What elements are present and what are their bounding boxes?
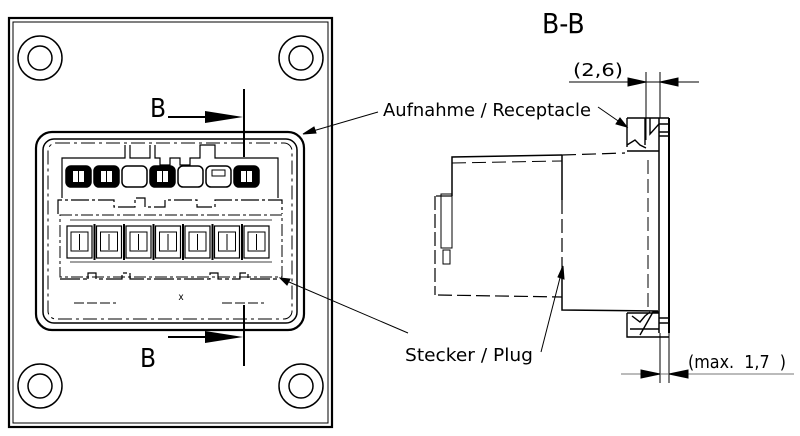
- lower-housing-outline: [60, 215, 282, 277]
- plug-bottom-hidden: [438, 295, 562, 297]
- plug-marking-window: [443, 250, 450, 264]
- section-arrow-top-head: [205, 111, 243, 123]
- bottom-cavity-row: [67, 224, 269, 260]
- plug-leader-section-arrow: [558, 266, 564, 279]
- dim-top-arrow-right: [660, 78, 678, 86]
- bottom-cavity: [126, 224, 154, 260]
- plug-top-hidden: [452, 161, 562, 163]
- mounting-plate-inner: [13, 22, 328, 423]
- center-mark: x: [178, 292, 184, 303]
- receptacle-latch-bottom: [627, 312, 669, 337]
- bottom-cavity: [97, 224, 125, 260]
- dimension-bottom-label: (max. 1,7 ): [688, 352, 786, 373]
- receptacle-label: Aufnahme / Receptacle: [383, 100, 591, 121]
- mounting-hole-bottom-right: [279, 364, 323, 408]
- top-cavity: [234, 166, 259, 187]
- top-cavity: [66, 166, 91, 187]
- bottom-cavity: [67, 224, 95, 260]
- section-marker-bottom: B: [140, 344, 156, 374]
- section-arrow-bottom-head: [205, 331, 243, 343]
- dim-bottom-arrow-left: [641, 370, 660, 378]
- section-view-title: B-B: [542, 7, 585, 40]
- bottom-cavity: [156, 224, 184, 260]
- plug-label: Stecker / Plug: [405, 345, 533, 366]
- middle-step-outline: [58, 198, 282, 214]
- plug-leader-front-arrow: [280, 278, 290, 285]
- receptacle-top-hidden: [562, 153, 625, 155]
- receptacle-latch-top: [627, 118, 669, 151]
- mounting-plate-outer: [9, 18, 332, 427]
- top-cavity-row: [66, 166, 259, 187]
- section-cut-indicator: [168, 89, 244, 366]
- bottom-cavity: [244, 226, 269, 258]
- bottom-cavity: [215, 224, 243, 260]
- top-cavity: [94, 166, 119, 187]
- receptacle-leader-section-arrow: [616, 118, 627, 127]
- mounting-hole-top-right: [279, 36, 323, 80]
- bottom-cavity: [185, 224, 213, 260]
- plug-leader-section: [541, 270, 562, 352]
- mounting-hole-bottom-left: [18, 364, 62, 408]
- receptacle-leader-front: [306, 112, 378, 133]
- plug-marking-label: [441, 194, 452, 248]
- section-marker-top: B: [150, 94, 166, 124]
- top-cavity: [178, 166, 203, 187]
- latch-row: [60, 273, 280, 279]
- top-cavity: [206, 166, 231, 187]
- front-view: [9, 18, 332, 427]
- mounting-hole-top-left: [18, 36, 62, 80]
- top-cavity: [122, 166, 147, 187]
- dim-bottom-arrow-right: [669, 370, 688, 378]
- receptacle-front-edge-bottom: [562, 268, 658, 311]
- dim-top-arrow-left: [628, 78, 646, 86]
- top-cavity: [150, 166, 175, 187]
- dimension-top-label: (2,6): [573, 60, 623, 81]
- receptacle-leader-front-arrow: [303, 127, 316, 134]
